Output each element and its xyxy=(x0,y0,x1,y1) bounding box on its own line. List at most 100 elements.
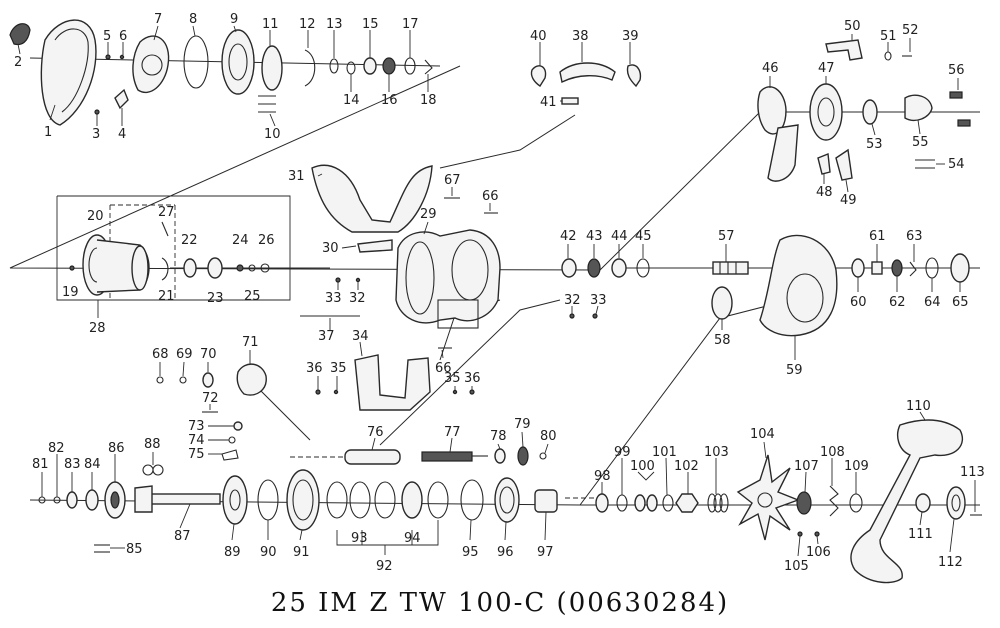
leader-lines xyxy=(17,25,976,557)
label-1: 1 xyxy=(44,125,52,140)
label-87: 87 xyxy=(174,529,191,544)
label-67: 67 xyxy=(444,173,461,188)
label-43: 43 xyxy=(586,229,603,244)
label-113: 113 xyxy=(960,465,985,480)
screws-85 xyxy=(94,544,110,553)
label-34: 34 xyxy=(352,329,369,344)
washer-51 xyxy=(884,51,892,61)
label-18: 18 xyxy=(420,93,437,108)
screw-5 xyxy=(105,54,111,60)
label-36a: 36 xyxy=(306,361,323,376)
gear-53 xyxy=(862,99,878,125)
label-88: 88 xyxy=(144,437,161,452)
label-46: 46 xyxy=(762,61,779,76)
pin-27 xyxy=(161,221,169,237)
label-36b: 36 xyxy=(464,371,481,386)
screw-36b xyxy=(469,389,475,395)
label-100: 100 xyxy=(630,459,655,474)
clip-18 xyxy=(424,59,433,75)
screw-3 xyxy=(94,109,100,115)
ring-68 xyxy=(156,376,164,384)
knob-2 xyxy=(9,23,31,46)
label-25: 25 xyxy=(244,289,261,304)
label-32a: 32 xyxy=(349,291,366,306)
washer-101 xyxy=(662,494,674,512)
label-16: 16 xyxy=(381,93,398,108)
cap-65 xyxy=(950,253,970,283)
star-drag-104 xyxy=(736,454,800,541)
label-70: 70 xyxy=(200,347,217,362)
label-40: 40 xyxy=(530,29,547,44)
clip-40 xyxy=(530,65,547,87)
washer-90 xyxy=(257,479,279,521)
label-108: 108 xyxy=(820,445,845,460)
label-91: 91 xyxy=(293,545,310,560)
label-73: 73 xyxy=(188,419,205,434)
knob-55 xyxy=(904,94,933,122)
screw-105 xyxy=(797,531,803,537)
label-60: 60 xyxy=(850,295,867,310)
cap-4 xyxy=(114,88,129,110)
label-21: 21 xyxy=(158,289,175,304)
clip-39 xyxy=(626,64,642,88)
label-77: 77 xyxy=(444,425,461,440)
bottom-plate-34 xyxy=(354,354,431,411)
label-101: 101 xyxy=(652,445,677,460)
clip-21 xyxy=(161,257,169,281)
screw-33b xyxy=(592,313,598,319)
pawl-73 xyxy=(233,421,243,431)
label-68: 68 xyxy=(152,347,169,362)
brake-plate-7 xyxy=(132,35,170,93)
label-86: 86 xyxy=(108,441,125,456)
washer-69 xyxy=(179,376,187,384)
label-2: 2 xyxy=(14,55,22,70)
label-28: 28 xyxy=(89,321,106,336)
label-19: 19 xyxy=(62,285,79,300)
label-6: 6 xyxy=(119,29,127,44)
clip-63 xyxy=(909,261,917,277)
spring-103 xyxy=(707,493,729,513)
label-64: 64 xyxy=(924,295,941,310)
label-45: 45 xyxy=(635,229,652,244)
label-9: 9 xyxy=(230,12,238,27)
bearing-98 xyxy=(595,493,609,513)
clip-108 xyxy=(829,485,839,517)
screw-6 xyxy=(119,54,125,60)
label-79: 79 xyxy=(514,417,531,432)
worm-block-71 xyxy=(236,363,267,396)
label-50: 50 xyxy=(844,19,861,34)
collar-84 xyxy=(85,489,99,511)
label-111: 111 xyxy=(908,527,933,542)
label-95: 95 xyxy=(462,545,479,560)
part-labels: 1 2 3 4 5 6 7 8 9 10 11 12 13 14 15 16 1… xyxy=(14,12,985,574)
collar-23 xyxy=(207,257,223,279)
label-33b: 33 xyxy=(590,293,607,308)
label-112: 112 xyxy=(938,555,963,570)
label-81: 81 xyxy=(32,457,49,472)
label-72: 72 xyxy=(202,391,219,406)
gear-89 xyxy=(222,475,248,525)
ring-17 xyxy=(404,57,416,75)
label-66b: 66 xyxy=(435,361,452,376)
collar-44 xyxy=(611,258,627,278)
screw-33a xyxy=(335,277,341,283)
label-99: 99 xyxy=(614,445,631,460)
label-8: 8 xyxy=(189,12,197,27)
label-7: 7 xyxy=(154,12,162,27)
label-66a: 66 xyxy=(482,189,499,204)
screw-35b xyxy=(452,389,458,395)
label-10: 10 xyxy=(264,127,281,142)
label-13: 13 xyxy=(326,17,343,32)
frame-29 xyxy=(395,229,501,329)
label-76: 76 xyxy=(367,425,384,440)
screw-32a xyxy=(355,277,361,283)
label-52: 52 xyxy=(902,23,919,38)
bearing-42 xyxy=(561,258,577,278)
label-11: 11 xyxy=(262,17,279,32)
label-74: 74 xyxy=(188,433,205,448)
label-89: 89 xyxy=(224,545,241,560)
spool-20 xyxy=(82,234,150,296)
side-plate-46 xyxy=(757,86,799,182)
nut-111 xyxy=(915,493,931,513)
